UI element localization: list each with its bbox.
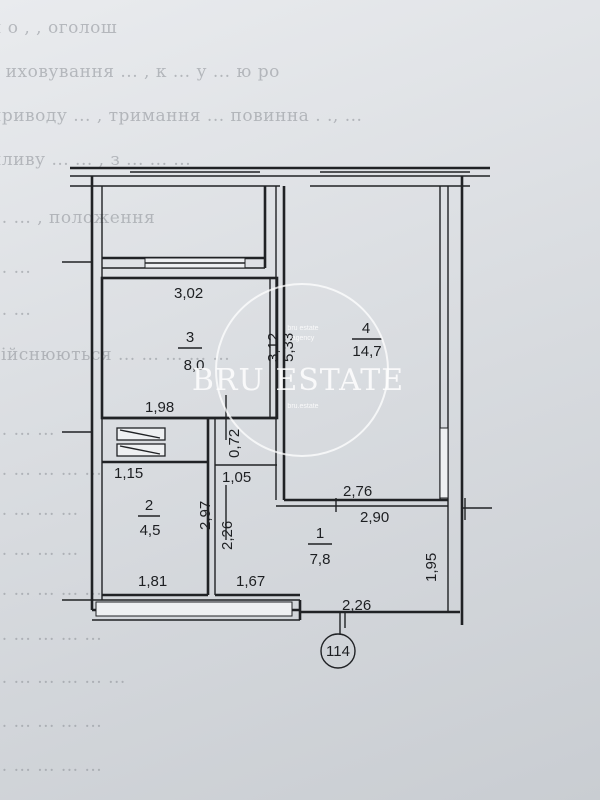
dim-label: 5,33	[280, 333, 297, 362]
dim-label: 0,72	[226, 429, 243, 458]
room-area: 8,0	[184, 357, 205, 374]
room-area: 14,7	[352, 343, 381, 360]
dim-label: 2,26	[342, 597, 371, 614]
dim-label: 1,67	[236, 573, 265, 590]
watermark-small-mid: agency	[292, 335, 315, 342]
dim-label: 3,12	[265, 333, 282, 362]
dimension-labels: 3,02 1,98 1,15 1,05 2,76 2,90 1,81 1,67 …	[114, 285, 440, 614]
dim-label: 1,05	[222, 469, 251, 486]
room-number: 1	[316, 525, 324, 542]
watermark-brand: BRU ESTATE	[192, 363, 404, 398]
dim-label: 2,97	[197, 501, 214, 530]
room-number: 2	[145, 497, 153, 514]
dim-label: 1,95	[423, 553, 440, 582]
dim-label: 3,02	[174, 285, 203, 302]
dim-label: 1,98	[145, 399, 174, 416]
watermark-small-bottom: bru.estate	[287, 403, 318, 410]
watermark: bru estate agency BRU ESTATE bru.estate	[192, 283, 404, 457]
room-labels: 3 8,0 4 14,7 2 4,5 1 7,8	[138, 320, 382, 568]
dimension-ticks	[225, 395, 466, 540]
corridor-walls	[95, 464, 346, 628]
unit-number-marker: 114	[320, 612, 356, 669]
dim-label: 1,15	[114, 465, 143, 482]
room-number: 3	[186, 329, 194, 346]
watermark-small-top: bru estate	[287, 325, 318, 332]
dim-label: 2,26	[219, 521, 236, 550]
room-4-walls	[275, 186, 449, 507]
dim-label: 1,81	[138, 573, 167, 590]
unit-number: 114	[326, 643, 350, 660]
bathroom-walls	[102, 416, 277, 597]
dim-label: 2,76	[343, 483, 372, 500]
balcony-top-wall	[70, 166, 490, 187]
room-number: 4	[362, 320, 370, 337]
dim-label: 2,90	[360, 509, 389, 526]
room-area: 7,8	[310, 551, 331, 568]
room-area: 4,5	[140, 522, 161, 539]
loggia-wall	[102, 186, 267, 269]
